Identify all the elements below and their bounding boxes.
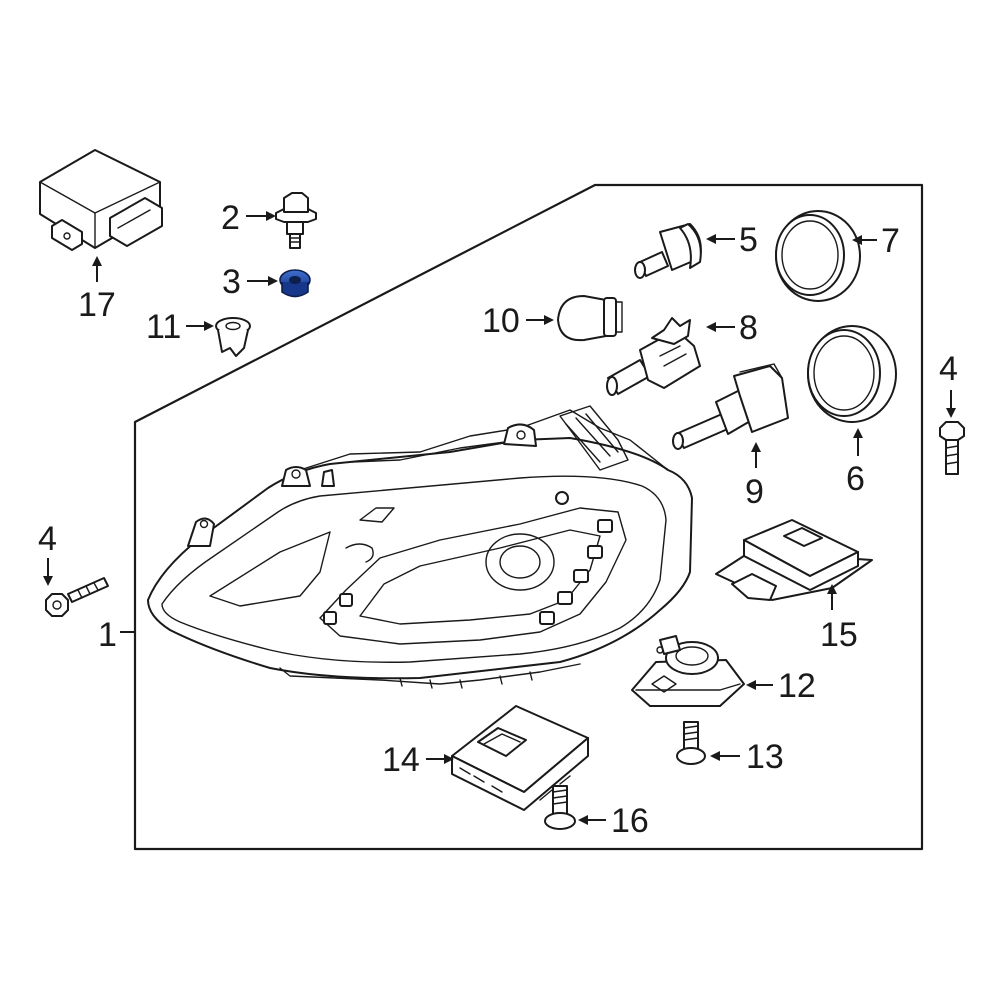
halogen-bulb-part-8[interactable] bbox=[606, 317, 701, 396]
callout-4-left: 4 bbox=[38, 520, 57, 558]
callout-15: 15 bbox=[820, 616, 858, 654]
callout-1: 1 bbox=[98, 616, 117, 654]
callout-3: 3 bbox=[222, 263, 241, 301]
callout-2: 2 bbox=[221, 199, 240, 237]
screw-part-16[interactable] bbox=[544, 785, 576, 830]
seal-ring-part-7[interactable] bbox=[775, 210, 861, 302]
assembly-frame bbox=[133, 183, 924, 851]
callout-17: 17 bbox=[78, 286, 116, 324]
bolt-part-4-left[interactable] bbox=[45, 577, 109, 617]
callout-4-right: 4 bbox=[939, 350, 958, 388]
hid-bulb-part-9[interactable] bbox=[672, 363, 789, 450]
clip-nut-part-11[interactable] bbox=[215, 317, 251, 357]
callout-5: 5 bbox=[739, 221, 758, 259]
callout-6: 6 bbox=[846, 460, 865, 498]
callout-9: 9 bbox=[745, 473, 764, 511]
callout-13: 13 bbox=[746, 738, 784, 776]
callout-7: 7 bbox=[881, 222, 900, 260]
callout-8: 8 bbox=[739, 309, 758, 347]
control-module-part[interactable] bbox=[39, 149, 163, 251]
callout-12: 12 bbox=[778, 667, 816, 705]
headlamp-assembly-part-1[interactable] bbox=[147, 405, 693, 689]
bulb-part-10[interactable] bbox=[557, 295, 623, 342]
bolt-part-4-right[interactable] bbox=[939, 421, 965, 475]
callout-10: 10 bbox=[482, 302, 520, 340]
igniter-part-12[interactable] bbox=[631, 635, 745, 707]
leader-lines bbox=[43, 211, 956, 825]
callout-16: 16 bbox=[611, 802, 649, 840]
bolt-part-2[interactable] bbox=[275, 192, 317, 249]
callout-11: 11 bbox=[146, 308, 181, 346]
callout-14: 14 bbox=[382, 741, 420, 779]
nut-part-3[interactable] bbox=[279, 269, 311, 298]
bulb-socket-part-5[interactable] bbox=[634, 223, 702, 279]
seal-ring-part-6[interactable] bbox=[807, 325, 897, 423]
screw-part-13[interactable] bbox=[676, 721, 706, 765]
ballast-part-14[interactable] bbox=[451, 705, 589, 811]
control-unit-part-15[interactable] bbox=[715, 519, 873, 601]
